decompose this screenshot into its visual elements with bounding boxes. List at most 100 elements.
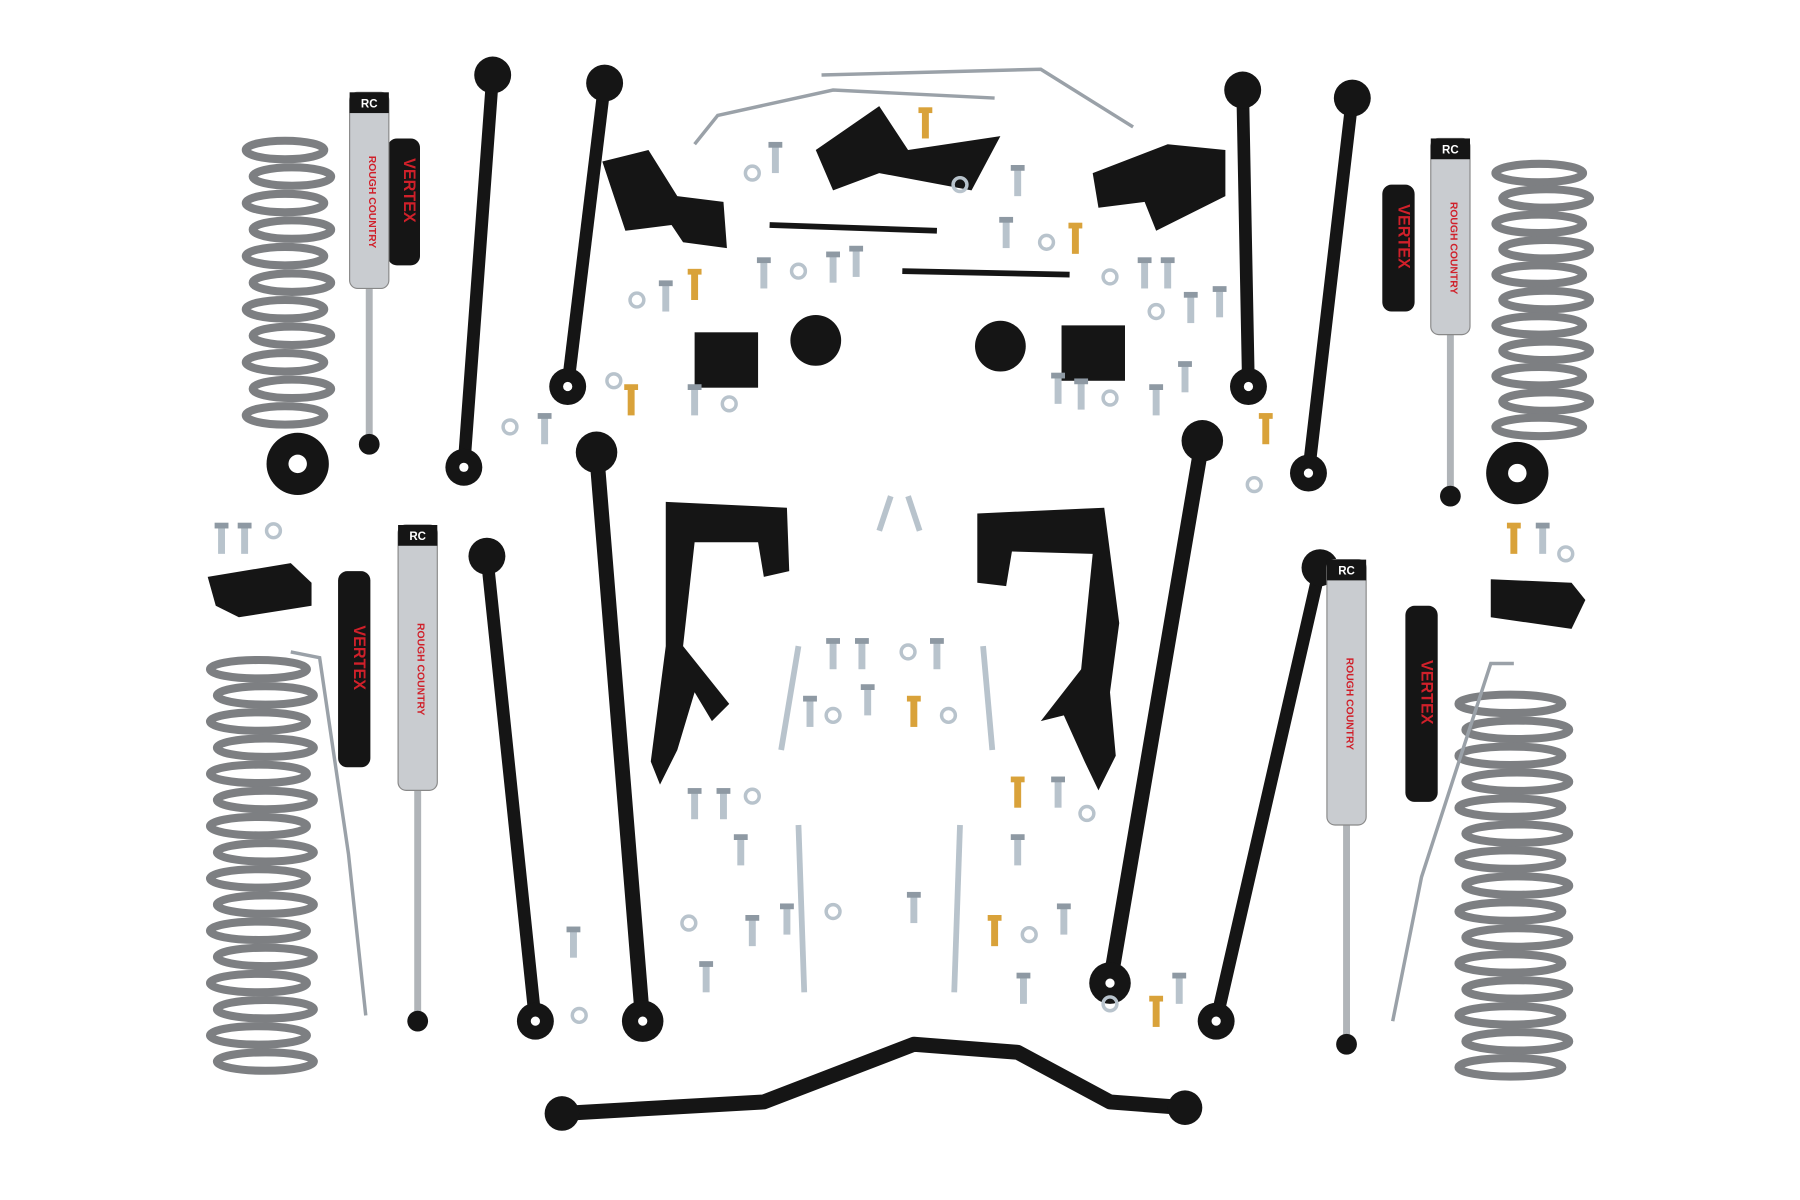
bolt-head [1010, 165, 1025, 171]
brake-line [821, 67, 1134, 129]
bolt [218, 526, 225, 554]
bolt-head [537, 413, 552, 419]
bolt [910, 699, 918, 727]
shock-reservoir [1405, 605, 1438, 802]
control-arm-bushing [468, 537, 506, 575]
washer [628, 291, 646, 309]
spring-coil [1454, 1054, 1567, 1081]
bushing-hole [1243, 381, 1254, 392]
vertex-logo: VERTEX [350, 625, 368, 690]
isolator-disc-hole [288, 454, 307, 474]
spring-coil [1491, 413, 1588, 441]
bracket-top-center [815, 106, 1001, 191]
spring-coil [1461, 716, 1574, 744]
spring-coil [212, 786, 318, 814]
washer [824, 706, 842, 725]
washer [939, 706, 958, 725]
bolt-head [826, 638, 840, 644]
bolt-head [906, 695, 921, 702]
control-arm-bushing [575, 431, 618, 474]
spring-coil [248, 269, 336, 296]
bolt [691, 791, 699, 820]
brake-line [693, 88, 995, 146]
washer [264, 522, 283, 540]
spring-coil [1491, 362, 1588, 390]
spring-coil [1454, 794, 1567, 821]
vertex-logo: VERTEX [400, 158, 418, 223]
bracket-top-right [1092, 144, 1226, 231]
bolt [1175, 976, 1183, 1004]
spring-coil [241, 189, 329, 217]
bolt [933, 641, 941, 670]
bolt-head [658, 280, 673, 287]
washer [501, 418, 519, 436]
bolt-head [999, 216, 1014, 223]
washer [743, 787, 761, 805]
washer [680, 914, 698, 932]
spring-coil [1454, 898, 1567, 925]
washer [1078, 804, 1096, 823]
spring-coil [205, 812, 311, 840]
bolt-head [566, 926, 581, 933]
bolt [1152, 387, 1160, 416]
bolt [1077, 381, 1085, 410]
spring-coil [205, 969, 311, 997]
washer [720, 395, 738, 413]
shock-eye [1440, 485, 1461, 507]
track-bar-bushing [1167, 1090, 1203, 1125]
bolt [806, 699, 814, 727]
control-arm [1290, 79, 1371, 492]
bolt-head [987, 915, 1002, 921]
bolt-head [1212, 286, 1227, 292]
long-bolt [778, 645, 802, 751]
bolt-head [1137, 257, 1152, 264]
spring-coil [212, 891, 318, 918]
spring-coil [1461, 1028, 1574, 1055]
bracket-left-side [207, 563, 312, 618]
rough-country-logo: ROUGH COUNTRY [1344, 658, 1355, 750]
spring-coil [1461, 872, 1574, 899]
coil-spring [1454, 690, 1574, 1081]
spring-coil [241, 242, 329, 270]
bolt [771, 145, 779, 174]
bolt [691, 272, 699, 300]
bolt [1181, 364, 1189, 393]
bolt-head [918, 107, 933, 114]
spring-coil [1498, 337, 1595, 365]
bolt-head [1149, 384, 1164, 390]
rough-country-logo: ROUGH COUNTRY [1447, 202, 1458, 294]
bushing-hole [459, 462, 469, 472]
bolt [1014, 837, 1022, 866]
bolt-head [687, 788, 702, 794]
spring-coil [1498, 235, 1595, 263]
washer [1245, 475, 1263, 494]
bolt-head [1172, 972, 1187, 979]
sway-bar-link [769, 222, 938, 234]
bolt [570, 930, 577, 958]
washer [605, 372, 623, 390]
bushing-hole [1303, 468, 1314, 478]
spring-coil [205, 1022, 311, 1049]
bolt [829, 641, 837, 670]
bolt-head [1051, 372, 1065, 379]
vertex-logo: VERTEX [1418, 660, 1436, 725]
control-arm-tube [1209, 561, 1327, 1028]
bolt [1071, 226, 1079, 254]
washer [789, 262, 808, 280]
bolt-head [1010, 776, 1025, 783]
bolt-head [1183, 291, 1198, 298]
bolt [1060, 906, 1068, 935]
bolt [783, 906, 791, 935]
washer [570, 1006, 588, 1025]
bolt-head [1056, 903, 1071, 910]
washer [1147, 302, 1165, 321]
bushing-hole [1105, 978, 1115, 988]
control-arm [1224, 71, 1267, 405]
bolt [662, 283, 670, 312]
long-bolt [876, 495, 894, 532]
bolt-head [1016, 972, 1031, 979]
bracket-top-left [602, 150, 727, 249]
